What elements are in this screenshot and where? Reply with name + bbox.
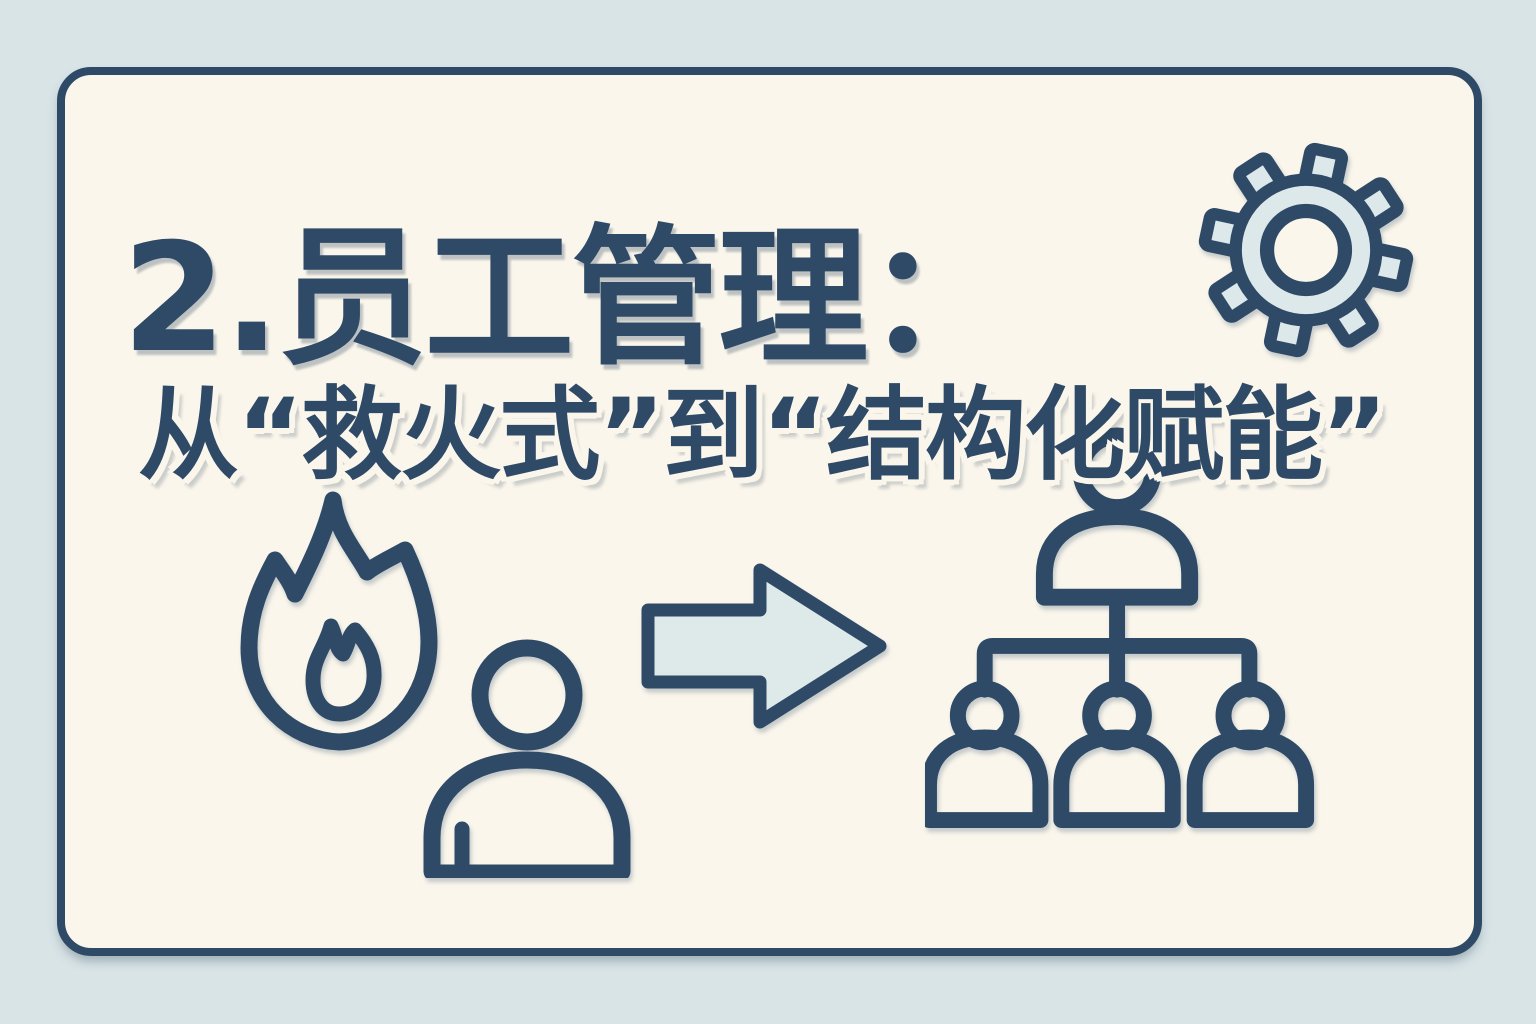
person-icon (423, 639, 631, 878)
flame-icon (240, 491, 438, 751)
gear-icon (1198, 142, 1414, 358)
arrow-right-icon (641, 563, 887, 729)
org-chart-icon (925, 427, 1315, 828)
page-title: 2.员工管理： (122, 211, 1015, 386)
org-leader-body (1035, 508, 1199, 606)
org-connector-lines (976, 589, 1258, 698)
page-subtitle: 从“救火式”到“结构化赋能” (138, 375, 1388, 494)
org-leader-head (1072, 427, 1162, 517)
